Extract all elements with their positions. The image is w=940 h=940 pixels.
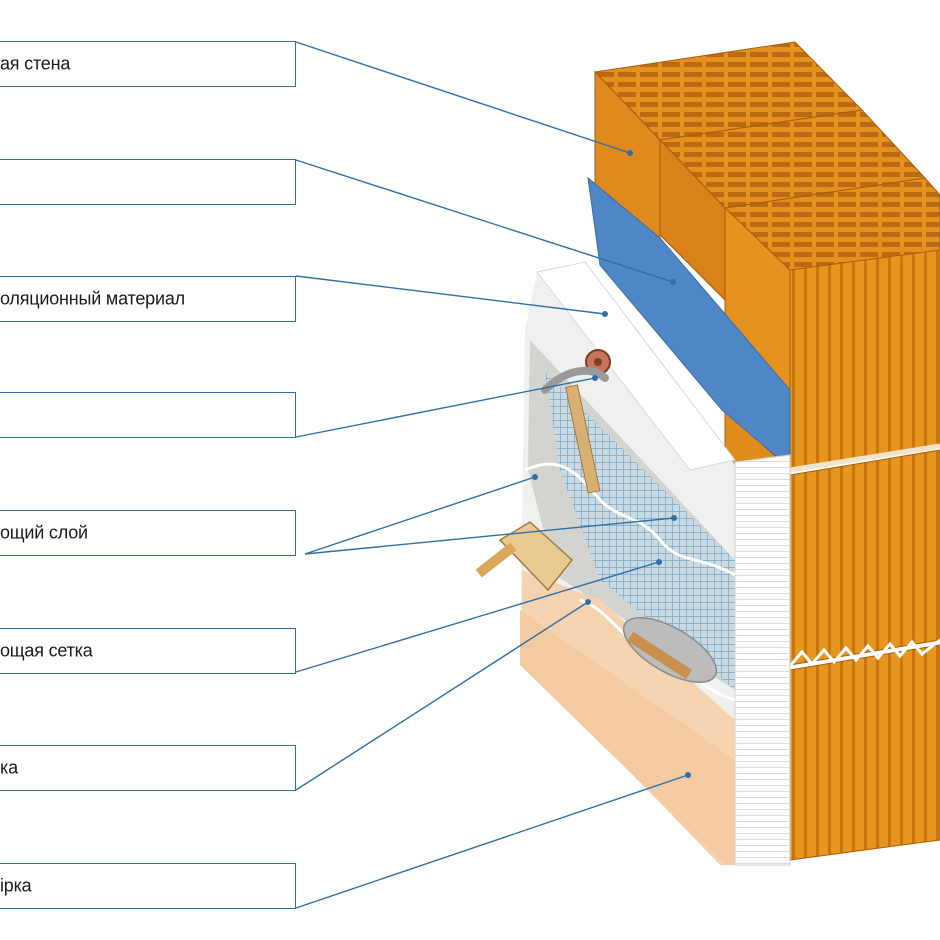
label-box-base-layer: ощий слой xyxy=(0,510,296,556)
label-insulation: оляционный материал xyxy=(0,288,185,309)
label-box-plaster: ірка xyxy=(0,863,296,909)
label-wall: ая стена xyxy=(0,53,71,74)
label-box-insulation: оляционный материал xyxy=(0,276,296,322)
leader-lines xyxy=(295,41,689,909)
trowel-icon xyxy=(475,521,718,683)
label-box-mesh: ощая сетка xyxy=(0,628,296,674)
anchor-dowel-icon xyxy=(541,349,611,494)
label-base-layer: ощий слой xyxy=(0,522,88,543)
label-box-primer: ка xyxy=(0,745,296,791)
label-primer: ка xyxy=(0,757,18,778)
label-mesh: ощая сетка xyxy=(0,640,93,661)
label-box-wall: ая стена xyxy=(0,41,296,87)
label-plaster: ірка xyxy=(0,875,32,896)
label-box-anchor xyxy=(0,392,296,438)
leader-dots xyxy=(532,150,691,778)
label-box-adhesive xyxy=(0,159,296,205)
